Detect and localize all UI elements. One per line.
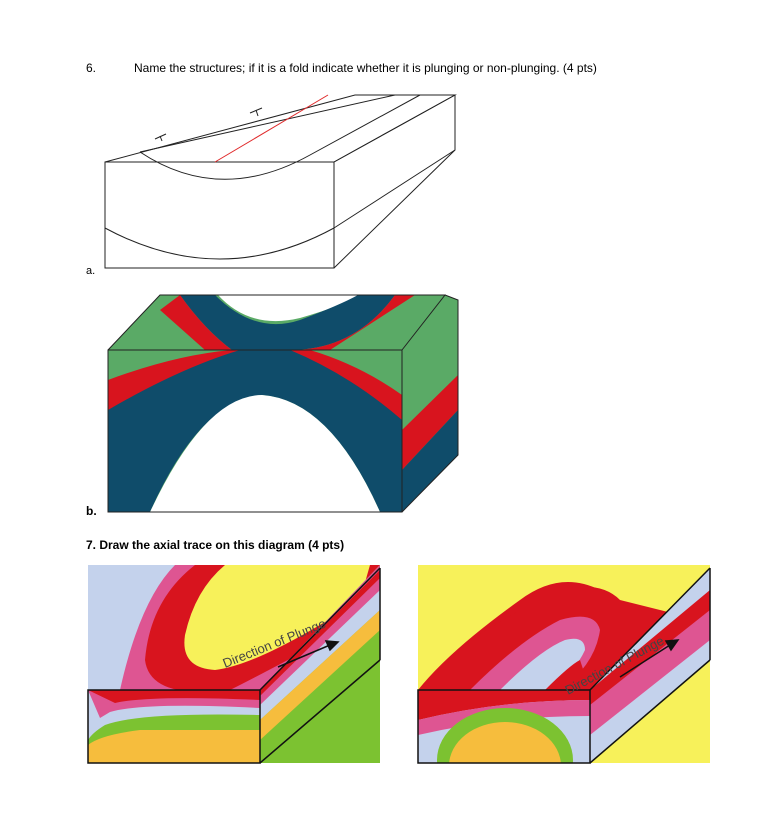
plunge-label-right: Direction of Plunge [562, 633, 666, 698]
question-6-text: Name the structures; if it is a fold ind… [134, 61, 597, 75]
block-a-front-face [104, 161, 335, 269]
label-a: a. [86, 265, 96, 277]
question-6-number: 6. [86, 61, 97, 75]
plunge-arrow-left [277, 640, 340, 668]
plunge-label-left: Direction of Plunge [221, 616, 328, 671]
label-b: b. [86, 504, 97, 518]
axial-trace-line [214, 94, 329, 163]
strike-dip-symbols [154, 107, 263, 142]
question-7-text: 7. Draw the axial trace on this diagram … [86, 538, 345, 552]
plunge-arrow-right [619, 639, 680, 678]
